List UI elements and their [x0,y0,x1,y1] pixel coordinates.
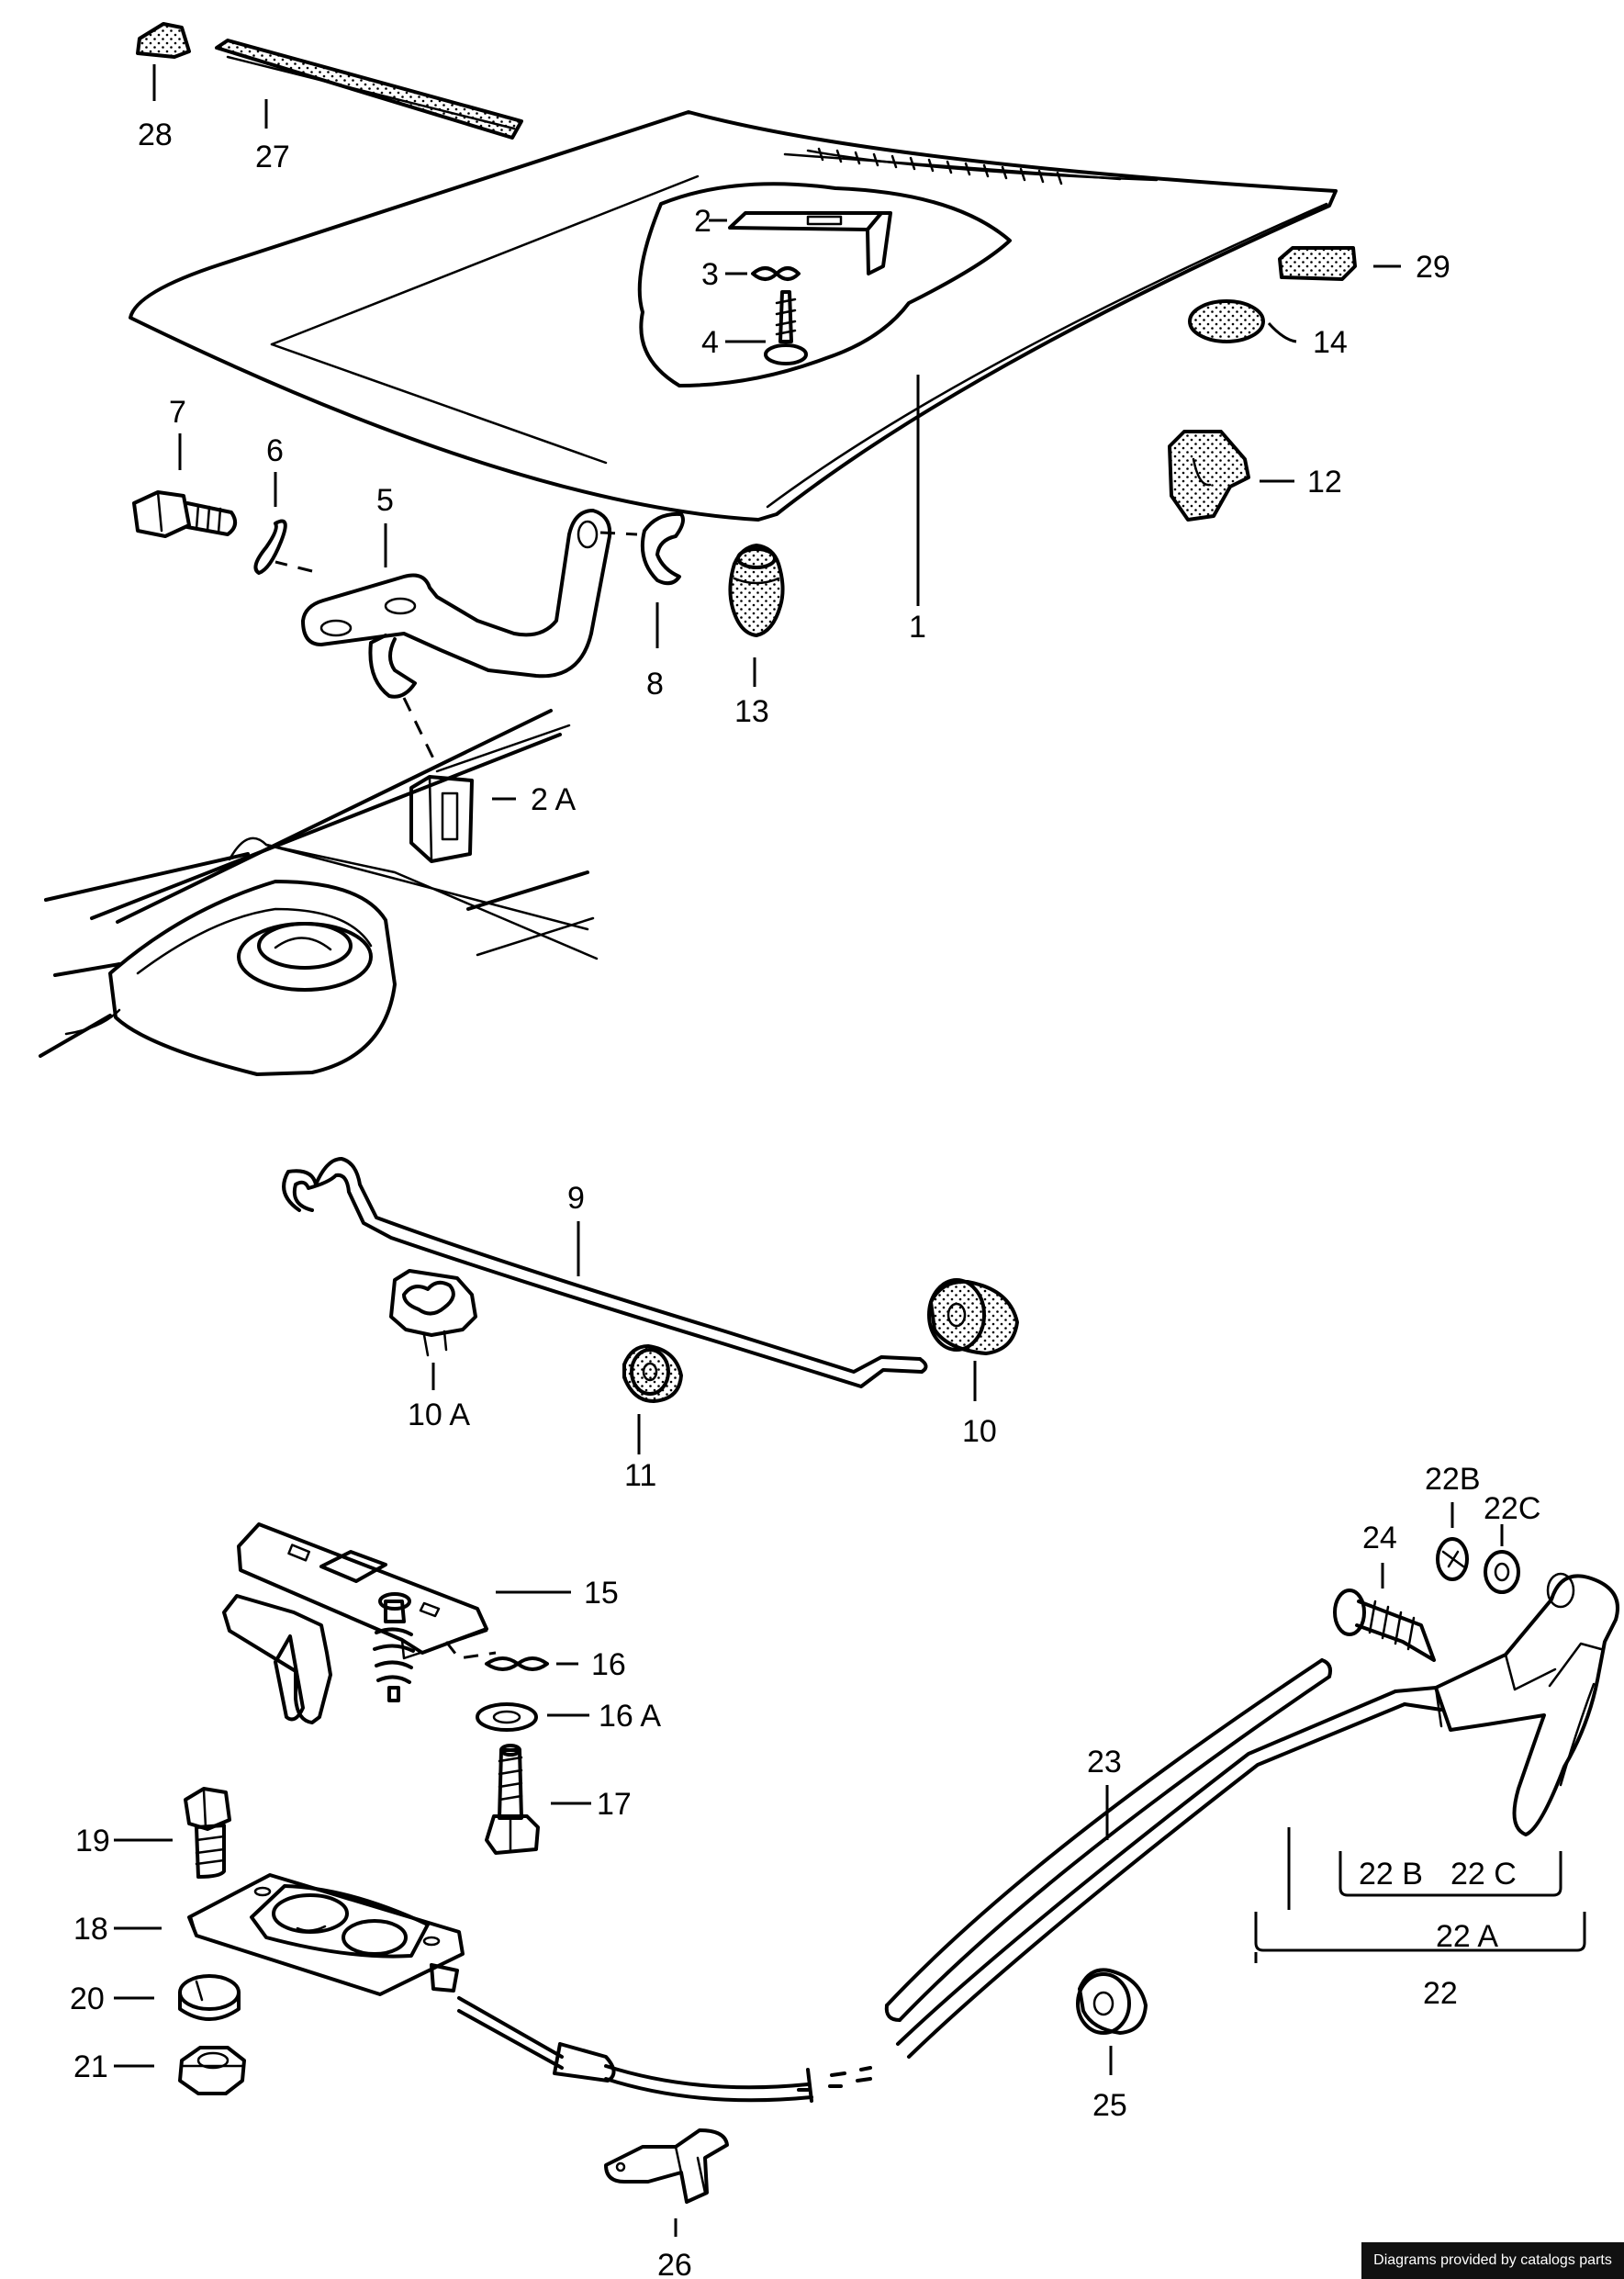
part-28-foam-pad: 28 [136,22,191,152]
part-13-grommet: 13 [728,544,785,729]
part-21-nut: 21 [73,2046,246,2095]
part-18-striker-plate: 18 [73,1873,465,1996]
callout-9: 9 [567,1181,585,1216]
callout-23: 23 [1087,1745,1122,1779]
callout-1: 1 [909,610,926,645]
part-20-lock-washer: 20 [70,1974,241,2021]
callout-4: 4 [701,325,719,360]
callout-19: 19 [75,1824,110,1858]
part-9-release-rod: 9 [282,1157,928,1388]
callout-15: 15 [584,1576,619,1611]
callout-2a: 2 A [531,782,576,817]
callout-22: 22 [1423,1976,1458,2011]
part-22b-washer: 22B [1425,1462,1481,1581]
part-27-seal-strip: 27 [215,39,523,174]
callout-16a: 16 A [599,1699,661,1734]
part-10a-clip: 10 A [389,1269,477,1432]
part-19-bolt: 19 [75,1787,231,1879]
part-12-buffer: 12 [1168,430,1342,522]
part-8-clip: 8 [640,511,685,702]
part-6-clip: 6 [253,433,287,575]
callout-3: 3 [701,257,719,292]
callout-11: 11 [624,1458,656,1493]
callout-17: 17 [597,1787,632,1822]
callout-16: 16 [591,1647,626,1682]
callout-27: 27 [255,140,290,174]
part-17-stud: 17 [485,1744,632,1855]
part-5-hinge: 5 [274,483,638,763]
callout-18: 18 [73,1912,108,1947]
callout-12: 12 [1307,465,1342,500]
callout-22b-top: 22B [1425,1462,1481,1497]
callout-21: 21 [73,2049,108,2084]
part-2a-bracket: 2 A [409,775,576,863]
callout-22c-bottom: 22 C [1450,1857,1517,1892]
part-22-release-lever [1434,1572,1619,1836]
callout-22c-top: 22C [1484,1491,1540,1526]
callout-26: 26 [657,2248,692,2279]
callout-10: 10 [962,1414,997,1449]
part-16-clip: 16 [485,1647,626,1682]
part-25-grommet: 25 [1076,1968,1148,2123]
diagram-credit: Diagrams provided by catalogs parts [1361,2242,1624,2279]
part-1-hood: 1 [129,110,1338,645]
part-14-pad: 14 [1188,299,1348,360]
callout-6: 6 [266,433,284,468]
part-29-foam-block: 29 [1278,246,1450,285]
callout-22b-bottom: 22 B [1359,1857,1423,1892]
part-4-screw: 4 [701,290,808,365]
callout-7: 7 [169,395,186,430]
callout-25: 25 [1092,2088,1127,2123]
part-11-bush: 11 [622,1344,683,1493]
part-23-cable-sleeve: 23 [884,1658,1332,2022]
callout-2: 2 [694,204,711,239]
part-2-bracket: 2 [694,204,892,275]
part-26-cable-clip: 26 [604,2128,729,2279]
callout-24: 24 [1362,1521,1397,1555]
part-3-clip: 3 [701,257,801,292]
part-15-hood-lock: 15 [222,1522,619,1724]
part-22c-washer: 22C [1484,1491,1540,1594]
body-inner-wing [39,709,599,1076]
part-24-screw: 24 [1333,1521,1436,1662]
part-22-assembly-brackets: 22 B 22 C 22 A 22 [1254,1827,1586,2011]
callout-20: 20 [70,1981,105,2016]
callout-8: 8 [646,667,664,702]
callout-14: 14 [1313,325,1348,360]
callout-13: 13 [734,694,769,729]
callout-28: 28 [138,118,173,152]
callout-5: 5 [376,483,394,518]
callout-29: 29 [1416,250,1450,285]
part-16a-washer: 16 A [476,1699,661,1734]
part-10-grommet: 10 [927,1278,1019,1449]
callout-22a: 22 A [1436,1919,1498,1954]
callout-10a: 10 A [408,1398,470,1432]
part-22-cable [457,1686,1443,2103]
part-7-bolt: 7 [132,395,238,538]
